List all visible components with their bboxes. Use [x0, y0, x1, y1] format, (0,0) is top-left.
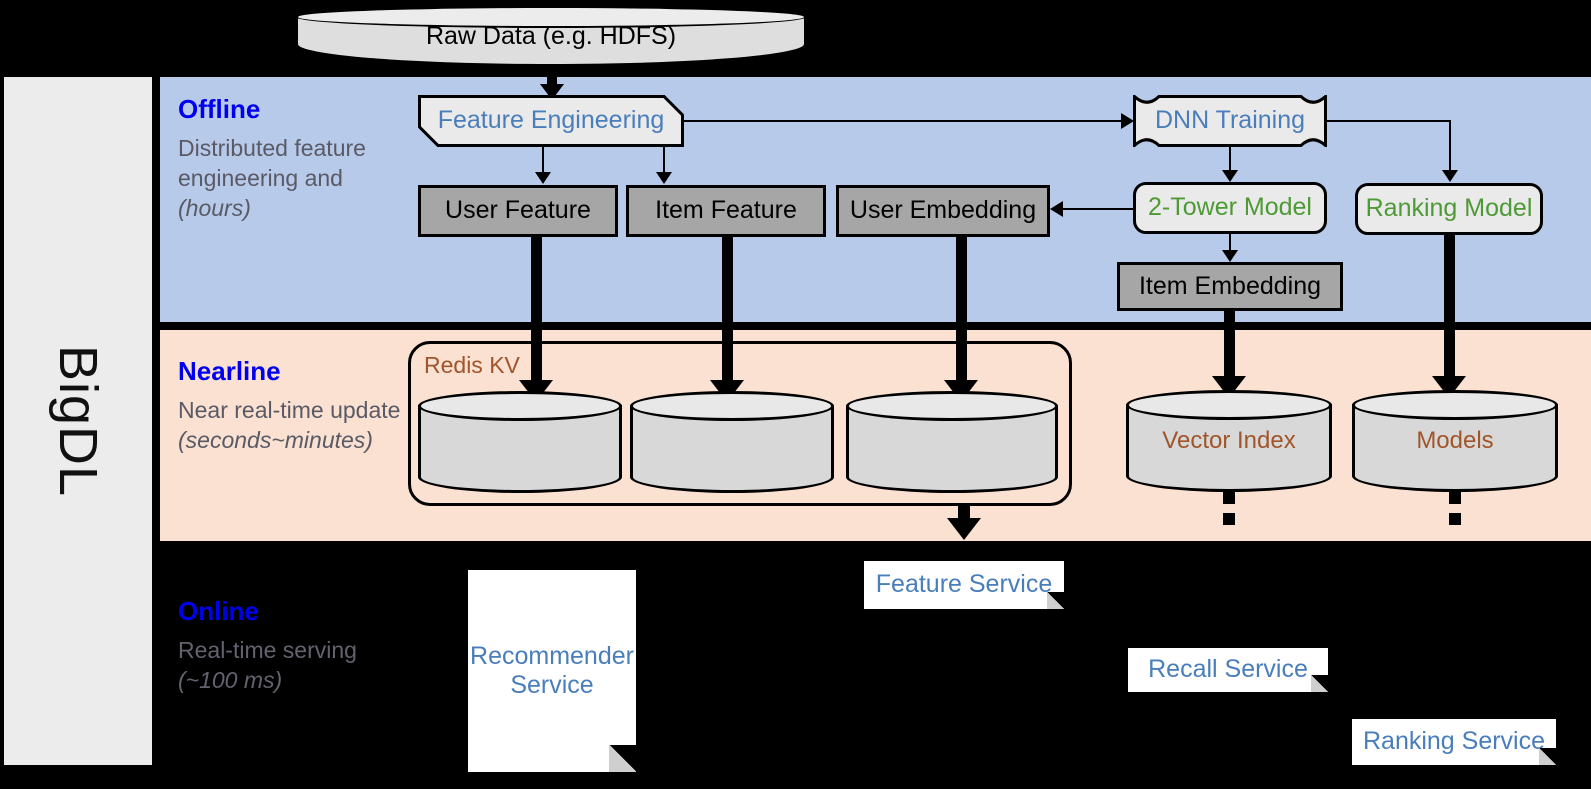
ranking-service-label: Ranking Service	[1362, 727, 1546, 756]
bigdl-label: BigDL	[4, 77, 152, 765]
dash-models-1	[1449, 492, 1461, 504]
ranking-model-label: Ranking Model	[1365, 194, 1533, 223]
ranking-service-node[interactable]: Ranking Service	[1352, 719, 1556, 765]
nearline-subtitle-em: (seconds~minutes)	[178, 426, 373, 453]
nearline-title: Nearline	[178, 356, 281, 386]
models-top	[1352, 390, 1558, 420]
item-feature-label: Item Feature	[655, 196, 797, 225]
online-subtitle-text: Real-time serving	[178, 636, 357, 663]
online-caption: Online Real-time serving (~100 ms)	[178, 597, 408, 695]
redis-cylinder-2-top	[630, 391, 834, 421]
edge-rawdata-fe	[547, 66, 557, 90]
recall-service-node[interactable]: Recall Service	[1128, 648, 1328, 692]
edge-dnn-ranking-v	[1449, 120, 1451, 173]
dash-models-2	[1449, 513, 1461, 525]
recall-service-fold-icon	[1311, 675, 1328, 692]
edge-fe-userfeature	[542, 147, 544, 179]
raw-data-cylinder: Raw Data (e.g. HDFS)	[296, 6, 806, 66]
offline-subtitle-em: (hours)	[178, 195, 251, 222]
dash-vectorindex-1	[1223, 492, 1235, 504]
pipe-rankingmodel-models	[1444, 235, 1455, 388]
vector-index-cylinder[interactable]: Vector Index	[1126, 390, 1332, 492]
edge-twotower-userembedding	[1060, 208, 1135, 210]
edge-dnn-twotower	[1229, 147, 1231, 175]
redis-cylinder-1[interactable]	[418, 391, 622, 493]
edge-redis-featureservice-arrowhead	[947, 518, 981, 540]
vector-index-top	[1126, 390, 1332, 420]
redis-cylinder-1-body	[418, 405, 622, 493]
nearline-subtitle: Near real-time update (seconds~minutes)	[178, 395, 408, 456]
models-label: Models	[1416, 427, 1494, 454]
edge-dnn-ranking-h	[1327, 120, 1451, 122]
dnn-training-node[interactable]: DNN Training	[1133, 95, 1327, 147]
redis-cylinder-1-top	[418, 391, 622, 421]
two-tower-model-node[interactable]: 2-Tower Model	[1133, 182, 1327, 234]
feature-service-node[interactable]: Feature Service	[864, 561, 1064, 609]
user-embedding-node[interactable]: User Embedding	[836, 185, 1050, 237]
feature-engineering-label: Feature Engineering	[437, 106, 665, 135]
redis-cylinder-3-top	[846, 391, 1058, 421]
recall-service-label: Recall Service	[1148, 655, 1308, 684]
edge-fe-userfeature-arrowhead	[535, 172, 551, 184]
offline-subtitle: Distributed feature engineering and (hou…	[178, 133, 408, 224]
edge-twotower-itemembedding	[1229, 234, 1231, 254]
pipe-itemembedding-vectorindex	[1224, 311, 1235, 388]
pipe-itemfeature-redis	[722, 237, 733, 392]
item-feature-node[interactable]: Item Feature	[626, 185, 826, 237]
ranking-model-node[interactable]: Ranking Model	[1355, 183, 1543, 235]
two-tower-model-label: 2-Tower Model	[1148, 193, 1312, 222]
redis-kv-label: Redis KV	[424, 352, 520, 378]
offline-title: Offline	[178, 94, 261, 124]
recommender-service-node[interactable]: Recommender Service	[468, 570, 636, 772]
pipe-userembedding-redis	[956, 237, 967, 392]
edge-fe-dnn	[684, 120, 1124, 122]
vector-index-label: Vector Index	[1162, 427, 1296, 454]
dash-vectorindex-2	[1223, 513, 1235, 525]
edge-twotower-userembedding-arrowhead	[1050, 201, 1063, 217]
user-embedding-label: User Embedding	[849, 196, 1037, 225]
ranking-service-fold-icon	[1539, 748, 1556, 765]
feature-service-label: Feature Service	[875, 570, 1053, 599]
online-title: Online	[178, 596, 259, 626]
edge-twotower-itemembedding-arrowhead	[1222, 250, 1238, 262]
raw-data-label: Raw Data (e.g. HDFS)	[425, 21, 677, 50]
edge-fe-itemfeature-arrowhead	[656, 172, 672, 184]
dash-redis-featureservice	[958, 506, 970, 518]
dnn-training-shape	[1133, 95, 1327, 147]
pipe-userfeature-redis	[531, 237, 542, 392]
models-cylinder[interactable]: Models	[1352, 390, 1558, 492]
recommender-service-label: Recommender Service	[470, 641, 634, 700]
user-feature-node[interactable]: User Feature	[418, 185, 618, 237]
bigdl-sidebar: BigDL	[4, 77, 152, 765]
raw-data-top	[296, 6, 806, 28]
item-embedding-label: Item Embedding	[1138, 271, 1322, 300]
redis-cylinder-2[interactable]	[630, 391, 834, 493]
edge-fe-itemfeature	[663, 147, 665, 179]
user-feature-label: User Feature	[445, 196, 591, 225]
recommender-service-fold-icon	[609, 745, 636, 772]
nearline-caption: Nearline Near real-time update (seconds~…	[178, 357, 408, 455]
nearline-subtitle-text: Near real-time update	[178, 396, 401, 423]
online-subtitle-em: (~100 ms)	[178, 666, 283, 693]
edge-fe-dnn-arrowhead	[1121, 113, 1134, 129]
item-embedding-node[interactable]: Item Embedding	[1117, 262, 1343, 311]
feature-service-fold-icon	[1047, 592, 1064, 609]
offline-caption: Offline Distributed feature engineering …	[178, 95, 408, 224]
offline-subtitle-text: Distributed feature engineering and	[178, 134, 366, 191]
redis-cylinder-2-body	[630, 405, 834, 493]
redis-cylinder-3[interactable]	[846, 391, 1058, 493]
feature-engineering-shape	[418, 95, 684, 147]
redis-kv-container	[408, 341, 1072, 506]
feature-engineering-node[interactable]: Feature Engineering	[418, 95, 684, 147]
dnn-training-label: DNN Training	[1154, 106, 1306, 135]
online-subtitle: Real-time serving (~100 ms)	[178, 635, 408, 696]
edge-dnn-ranking-arrowhead	[1442, 170, 1458, 182]
edge-dnn-twotower-arrowhead	[1222, 170, 1238, 182]
bigdl-label-text: BigDL	[48, 344, 109, 498]
